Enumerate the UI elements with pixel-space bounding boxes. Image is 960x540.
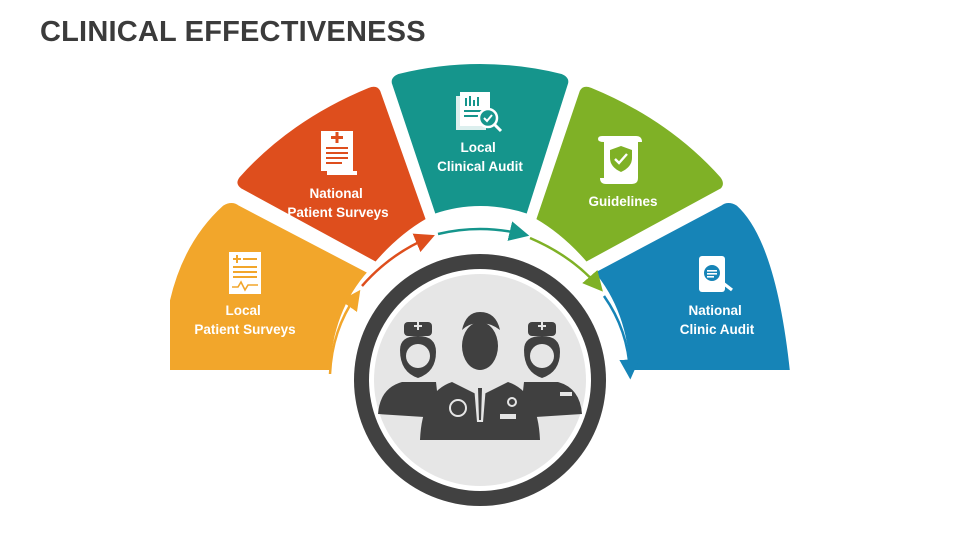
- segment-label-line: Patient Surveys: [194, 322, 295, 337]
- arrow-red: [361, 233, 435, 287]
- medical-document-icon: [321, 131, 357, 175]
- segment-label-line: Local: [460, 140, 495, 155]
- clinic-audit-icon: [699, 256, 733, 292]
- guideline-scroll-icon: [598, 136, 642, 184]
- segment-label-line: Clinical Audit: [437, 159, 523, 174]
- medical-team-icon: [378, 312, 582, 440]
- svg-text:National Patient Surveys: National Patient Surveys: [287, 186, 388, 220]
- arrow-teal: [437, 221, 530, 241]
- svg-text:National Clinic Audit: National Clinic Audit: [680, 303, 755, 337]
- segment-label-line: Patient Surveys: [287, 205, 388, 220]
- arrow-blue: [602, 295, 640, 380]
- segment-label-line: Guidelines: [588, 194, 657, 209]
- segment-label-line: Clinic Audit: [680, 322, 755, 337]
- segment-label-line: National: [688, 303, 741, 318]
- page-title: CLINICAL EFFECTIVENESS: [40, 16, 426, 48]
- svg-text:Local Clinical Audit: Local Clinical Audit: [437, 140, 523, 174]
- arrow-orange: [328, 289, 361, 375]
- segment-label-line: National: [309, 186, 362, 201]
- segment-local-clinical-audit: [387, 60, 573, 218]
- segment-label-line: Local: [225, 303, 260, 318]
- svg-text:Local Patient Surveys: Local Patient Surveys: [194, 303, 295, 337]
- audit-report-icon: [456, 92, 503, 133]
- svg-text:Guidelines: Guidelines: [588, 194, 657, 209]
- arrow-green: [529, 236, 603, 292]
- flow-arrows: [328, 221, 640, 380]
- central-hub: [354, 254, 606, 506]
- patient-chart-icon: [229, 252, 261, 294]
